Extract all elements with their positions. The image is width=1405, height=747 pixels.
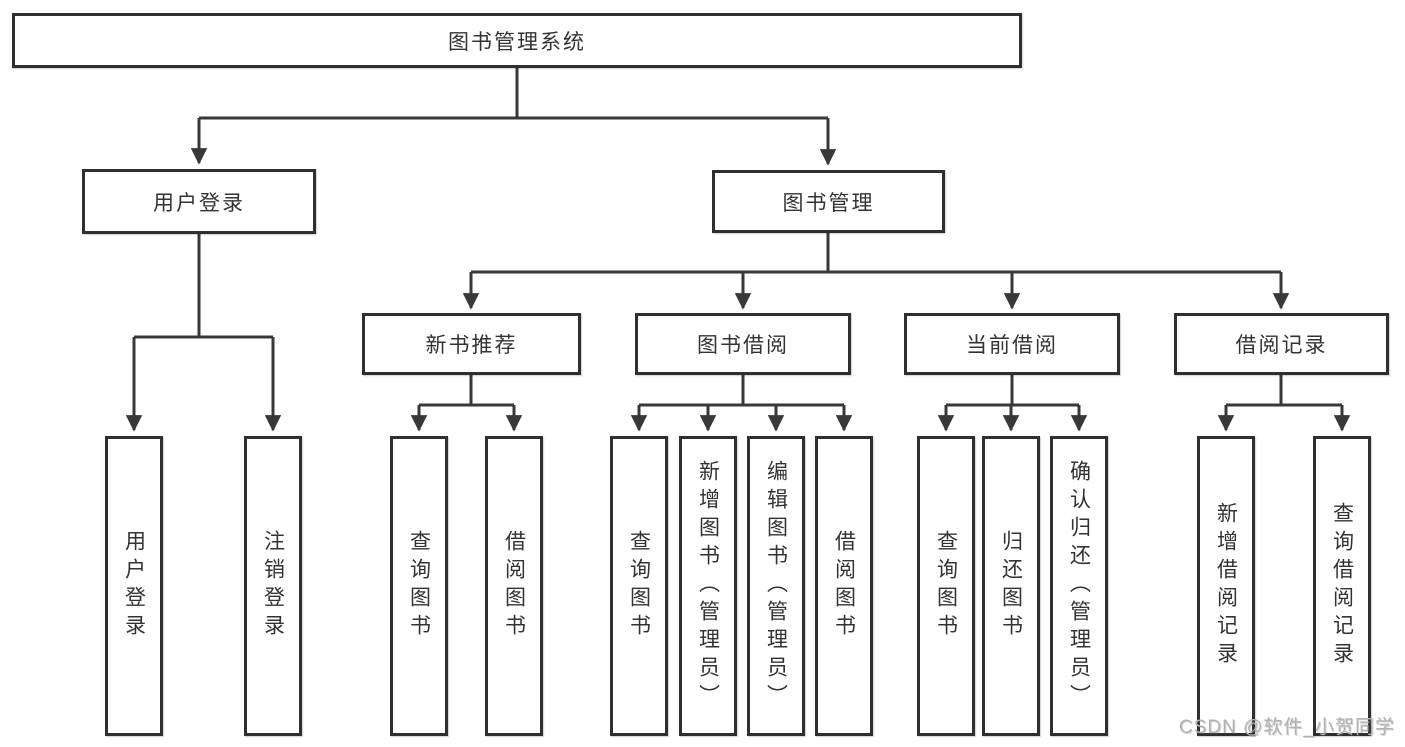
- node-label: 图书借阅: [697, 334, 789, 357]
- leaf-label: 查询借阅记录: [1330, 502, 1354, 670]
- node-book-management: 图书管理: [712, 170, 945, 233]
- leaf-confirm-return-admin: 确认归还（管理员）: [1050, 436, 1108, 736]
- node-label: 用户登录: [153, 191, 245, 215]
- leaf-return-books: 归还图书: [982, 436, 1040, 736]
- node-label: 图书管理系统: [448, 30, 586, 54]
- node-user-login: 用户登录: [82, 169, 316, 234]
- leaf-label: 归还图书: [999, 530, 1023, 642]
- node-label: 图书管理: [782, 191, 875, 215]
- leaf-borrowing-borrow-books: 借阅图书: [815, 436, 873, 736]
- leaf-label: 查询图书: [934, 530, 958, 642]
- leaf-recommend-query-books: 查询图书: [390, 436, 448, 736]
- leaf-label: 查询图书: [627, 530, 651, 642]
- node-new-book-recommendation: 新书推荐: [362, 313, 581, 375]
- leaf-query-borrow-record: 查询借阅记录: [1313, 436, 1371, 736]
- leaf-add-borrow-record: 新增借阅记录: [1197, 436, 1255, 736]
- leaf-label: 借阅图书: [502, 530, 526, 642]
- node-book-borrowing: 图书借阅: [635, 313, 851, 375]
- leaf-label: 注销登录: [261, 530, 285, 642]
- leaf-label: 确认归还（管理员）: [1067, 460, 1091, 712]
- leaf-current-query-books: 查询图书: [917, 436, 975, 736]
- node-label: 借阅记录: [1235, 334, 1328, 357]
- node-library-management-system: 图书管理系统: [12, 13, 1022, 68]
- node-current-borrowing: 当前借阅: [904, 313, 1120, 375]
- leaf-logout: 注销登录: [244, 436, 302, 736]
- leaf-edit-books-admin: 编辑图书（管理员）: [747, 436, 805, 736]
- leaf-label: 编辑图书（管理员）: [764, 460, 788, 712]
- leaf-add-books-admin: 新增图书（管理员）: [679, 436, 737, 736]
- csdn-watermark: CSDN @软件_小贺同学: [1179, 717, 1395, 738]
- leaf-borrowing-query-books: 查询图书: [610, 436, 668, 736]
- leaf-label: 借阅图书: [832, 530, 856, 642]
- leaf-label: 新增借阅记录: [1214, 502, 1238, 670]
- node-label: 当前借阅: [966, 334, 1058, 357]
- leaf-recommend-borrow-books: 借阅图书: [485, 436, 543, 736]
- leaf-label: 查询图书: [407, 530, 431, 642]
- leaf-label: 新增图书（管理员）: [696, 460, 720, 712]
- node-borrowing-records: 借阅记录: [1174, 313, 1389, 375]
- leaf-user-login: 用户登录: [105, 436, 163, 736]
- node-label: 新书推荐: [425, 334, 518, 357]
- leaf-label: 用户登录: [122, 530, 146, 642]
